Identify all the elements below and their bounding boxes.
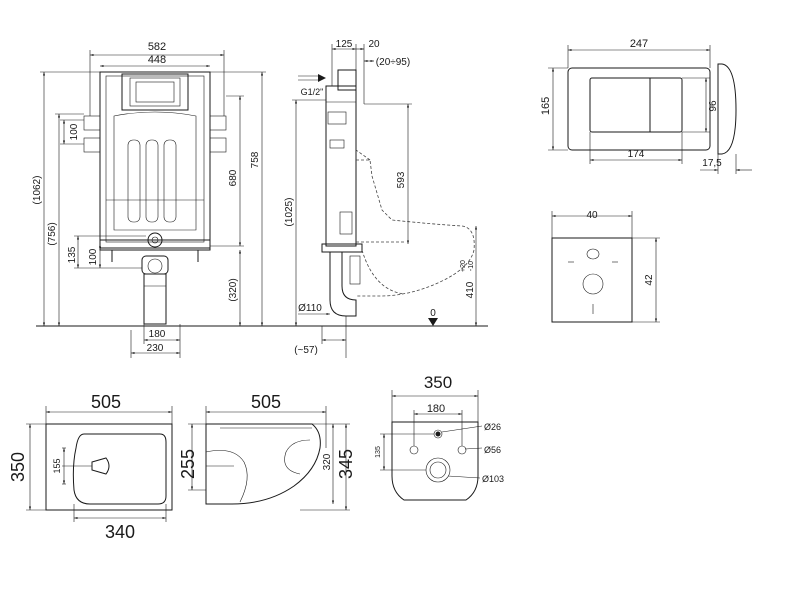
dim-135-back: 135	[375, 446, 382, 458]
dim-20: 20	[368, 39, 380, 50]
dim-d26: Ø26	[484, 422, 501, 432]
dim-174: 174	[628, 149, 645, 160]
dim-135: 135	[67, 246, 78, 263]
dim-410-tol-hi: +20	[460, 260, 467, 272]
dim-345: 345	[336, 449, 356, 479]
dim-17-5: 17,5	[702, 158, 722, 169]
dim-1062: (1062)	[32, 176, 43, 205]
dim-180: 180	[149, 329, 166, 340]
gasket-outline	[551, 237, 633, 323]
gasket-view: 40 42	[551, 210, 660, 323]
dim-350-back: 350	[424, 373, 452, 392]
dim-593: 593	[396, 171, 407, 188]
bowl-side-view: 505 255 320 345	[178, 392, 356, 511]
frame-inner-outline	[105, 75, 205, 243]
dim-180-back: 180	[427, 403, 445, 415]
dim-756: (756)	[47, 222, 58, 245]
frame-front-view: 582 448 (1062) (756) 100 135 100 758 680…	[32, 41, 266, 358]
dim-1025: (1025)	[284, 198, 295, 227]
bowl-side-outline	[205, 423, 321, 505]
dim-448: 448	[148, 54, 166, 66]
dim-582: 582	[148, 41, 166, 53]
dim-505-top: 505	[91, 392, 121, 412]
dim-d103: Ø103	[482, 474, 504, 484]
side-frame-body	[325, 85, 357, 247]
dim-230: 230	[147, 343, 164, 354]
dim-320: (320)	[228, 278, 239, 301]
dim-42: 42	[644, 274, 655, 286]
flush-plate-buttons	[589, 77, 683, 133]
dim-d56: Ø56	[484, 445, 501, 455]
dim-165: 165	[540, 97, 552, 115]
dim-40: 40	[586, 210, 598, 221]
dim-155: 155	[52, 458, 62, 473]
bowl-top-view: 155 505 350 340	[8, 392, 173, 542]
dim-d110: Ø110	[298, 303, 322, 314]
dim-125: 125	[336, 39, 353, 50]
dim-505-side: 505	[251, 392, 281, 412]
dim-758: 758	[250, 151, 261, 168]
frame-outline	[99, 71, 211, 249]
bowl-back-outline	[391, 421, 479, 501]
dim-57: (~57)	[294, 345, 318, 356]
dim-410-tol-lo: -10	[468, 261, 475, 271]
label-g12: G1/2"	[301, 87, 324, 97]
flush-opening	[121, 73, 189, 111]
dim-247: 247	[630, 38, 648, 50]
dim-100-upper: 100	[69, 123, 80, 140]
dim-680: 680	[228, 169, 239, 186]
dim-410: 410	[465, 281, 476, 298]
bowl-back-view: 350 180 135 Ø26 Ø56 Ø103	[375, 373, 504, 501]
dim-340: 340	[105, 522, 135, 542]
dim-350-top: 350	[8, 452, 28, 482]
bowl-top-outline	[45, 423, 173, 511]
level-zero: 0	[430, 308, 436, 319]
frame-side-view: G1/2" 125 20 (20÷95) (1025) 593 410 +20 …	[284, 39, 478, 358]
flush-plate-profile	[717, 63, 737, 155]
dim-255: 255	[178, 449, 198, 479]
dim-96: 96	[708, 100, 719, 112]
dim-320-bowl: 320	[322, 453, 333, 470]
dim-100-lower: 100	[88, 248, 99, 265]
dim-20-95: (20÷95)	[376, 57, 410, 68]
flush-plate-outline	[567, 67, 711, 151]
flush-plate-view: 247 165 96 174 17,5	[540, 38, 752, 174]
